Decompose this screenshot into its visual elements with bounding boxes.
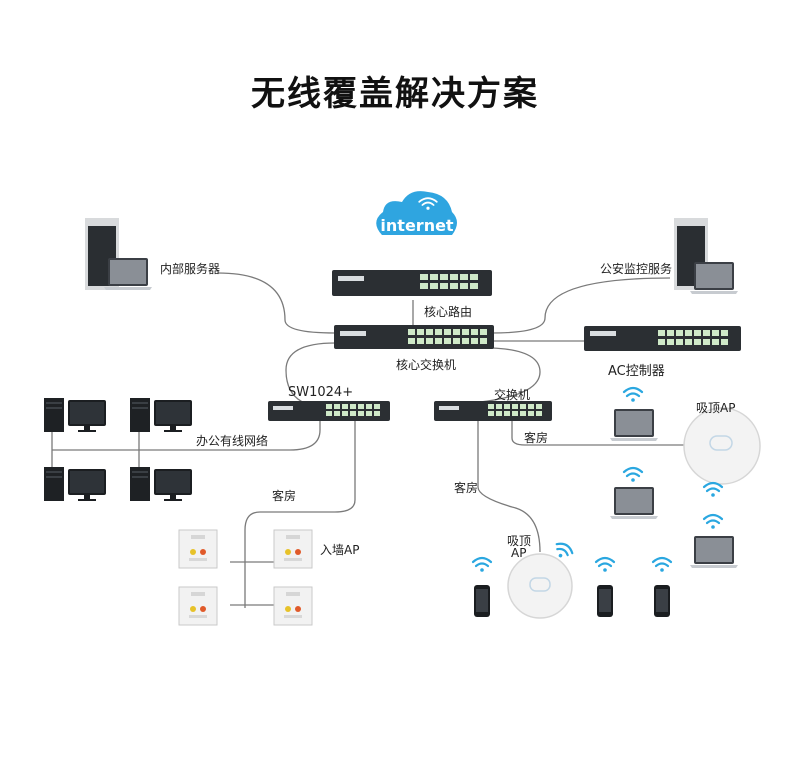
switch-label: 交换机 [494,388,531,402]
core-router [332,270,492,296]
phone-client [474,585,490,617]
core-switch-label: 核心交换机 [396,358,457,372]
office-pc [130,467,192,501]
link-wall-ap [244,420,356,608]
wifi-icon [622,466,644,483]
link-ceiling-ap-right [511,420,690,446]
link-office [52,420,321,451]
wifi-icon [702,513,724,530]
wifi-icon [622,386,644,403]
laptop-client [690,536,738,568]
ceiling-ap-right-label: 吸顶AP [696,401,736,415]
wifi-icon [471,556,493,573]
laptop-client [610,487,658,519]
ceiling-ap-mid [507,553,573,619]
core-switch [334,325,494,349]
internal-server-label: 内部服务器 [160,262,221,276]
ac-controller [584,326,741,351]
link-core-sw1024 [285,342,336,406]
core-router-label: 核心路由 [424,305,473,319]
office-pc [130,398,192,432]
cloud-wifi-icon [418,197,438,210]
page-title: 无线覆盖解决方案 [251,74,539,114]
wall-ap-plate [178,529,218,569]
guest-room-label: 客房 [454,481,479,495]
ceiling-ap-right [683,407,761,485]
sw1024-switch [268,401,390,421]
police-server-label: 公安监控服务 [600,262,673,276]
access-switch [434,401,552,421]
internal-server [85,218,152,290]
office-pc [44,398,106,432]
police-monitoring-server [674,218,738,294]
link-core-switch [479,347,541,403]
office-pc [44,467,106,501]
wall-ap-plate [178,586,218,626]
ceiling-ap-mid-label-line2: AP [511,546,527,560]
internet-cloud: internet [376,191,457,235]
guest-room-label: 客房 [272,489,297,503]
ceiling-ap-mid-label-line1: 吸顶 [507,534,532,548]
wall-ap-plate [273,529,313,569]
wifi-icon [594,556,616,573]
link-server-core [217,272,336,334]
sw1024-label: SW1024+ [288,385,354,400]
wifi-icon [651,556,673,573]
internet-label: internet [380,216,454,235]
office-network-label: 办公有线网络 [196,434,269,448]
wall-ap-label: 入墙AP [320,543,360,557]
ac-controller-label: AC控制器 [608,364,665,379]
laptop-client [610,409,658,441]
phone-client [597,585,613,617]
link-ceiling-ap-mid [477,420,541,553]
guest-room-label: 客房 [524,431,549,445]
link-police-core [491,277,671,334]
phone-client [654,585,670,617]
wifi-icon [702,481,724,498]
wall-ap-plate [273,586,313,626]
